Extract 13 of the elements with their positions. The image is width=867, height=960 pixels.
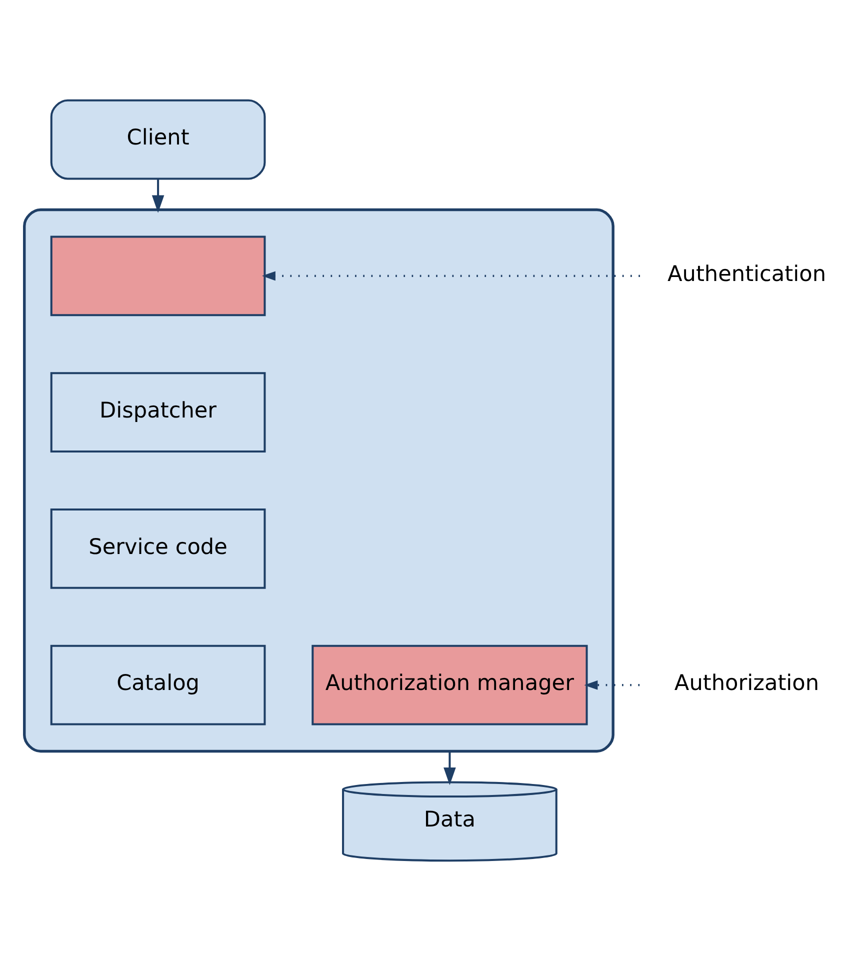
cluster (23, 208, 614, 752)
node-text: Authentication (667, 262, 826, 287)
node-box: Service code (50, 508, 266, 588)
arrow (262, 270, 640, 280)
node-box: Authorization manager (312, 644, 588, 725)
node-box: Client (50, 98, 266, 180)
node-text: Authorization (674, 670, 820, 696)
arrow (444, 750, 456, 785)
arrow (584, 680, 640, 690)
node-box: Dispatcher (50, 372, 266, 452)
arrow (152, 178, 164, 212)
node-box: Catalog (50, 644, 266, 725)
node-box (50, 235, 266, 316)
